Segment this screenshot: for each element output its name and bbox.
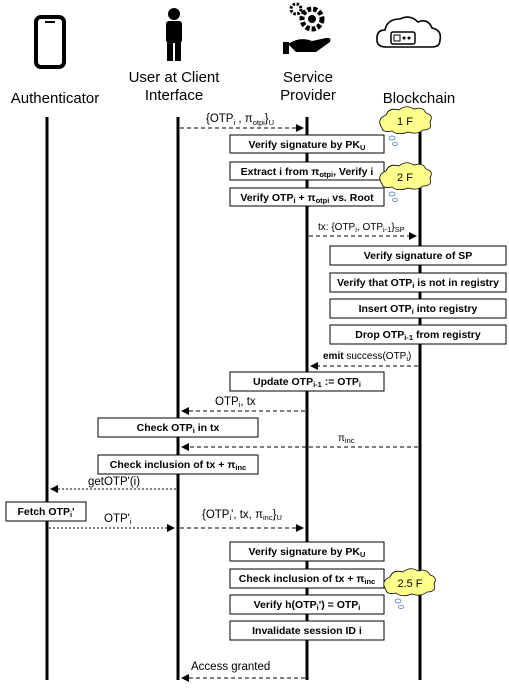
box-update-otp: Update OTPi-1 := OTPi [229,371,385,392]
actor-authenticator-label: Authenticator [11,90,99,107]
box-verify-not-in-registry: Verify that OTPi is not in registry [329,272,507,293]
svg-text:{OTPi', tx, πinc}U: {OTPi', tx, πinc}U [202,509,282,522]
phone-icon [34,15,66,69]
svg-text:Verify that OTPi is not in reg: Verify that OTPi is not in registry [337,277,499,290]
svg-text:1 F: 1 F [397,116,413,128]
svg-text:Verify h(OTPi') = OTPi: Verify h(OTPi') = OTPi [254,599,361,612]
box-fetch-otp: Fetch OTPi' [5,501,87,522]
svg-text:Access granted: Access granted [191,661,270,673]
box-extract-i: Extract i from πotpi, Verify i [229,161,385,181]
box-verify-otp-root: Verify OTPi + πotpi vs. Root [229,187,385,207]
svg-text:Extract i from πotpi, Verify i: Extract i from πotpi, Verify i [241,166,374,179]
svg-text:getOTP'(i): getOTP'(i) [88,476,140,488]
message-otp-prime: OTP'i [49,513,175,532]
svg-text:Fetch OTPi': Fetch OTPi' [17,506,74,519]
svg-text:Insert OTPi into registry: Insert OTPi into registry [359,303,478,316]
message-access-granted: Access granted [181,661,305,682]
svg-text:Update OTPi-1 := OTPi: Update OTPi-1 := OTPi [253,376,361,389]
actor-sp-label-line2: Provider [280,87,336,104]
svg-text:2.5 F: 2.5 F [397,578,422,590]
svg-text:emit success(OTPi): emit success(OTPi) [323,351,411,363]
svg-text:Check inclusion of tx + πinc: Check inclusion of tx + πinc [110,459,246,472]
svg-text:Verify signature by PKU: Verify signature by PKU [249,546,366,559]
svg-text:πinc: πinc [338,433,355,445]
svg-text:Check OTPi in tx: Check OTPi in tx [137,422,220,435]
message-otp-tx: OTPi, tx [181,396,305,415]
box-insert-into-registry: Insert OTPi into registry [329,298,507,319]
message-tx: tx: {OTPi, OTPi-1}SP [309,222,417,240]
actor-user-label-line1: User at Client [129,69,221,86]
message-pi-inc: πinc [181,433,418,451]
message-emit-success: emit success(OTPi) [310,351,418,370]
svg-text:Verify signature of SP: Verify signature of SP [364,250,473,262]
cost-cloud-1: 1 F [379,106,432,146]
box-drop-from-registry: Drop OTPi-1 from registry [329,324,507,345]
cost-cloud-3: 2.5 F [383,568,436,610]
svg-text:OTP'i: OTP'i [104,513,132,526]
svg-text:OTPi, tx: OTPi, tx [215,396,256,409]
svg-text:Drop OTPi-1 from registry: Drop OTPi-1 from registry [355,329,481,342]
box-verify-signature-pku-2: Verify signature by PKU [229,541,385,562]
box-verify-signature-pku: Verify signature by PKU [229,134,385,154]
svg-text:Verify OTPi + πotpi vs. Root: Verify OTPi + πotpi vs. Root [240,192,374,205]
box-verify-signature-sp: Verify signature of SP [329,245,507,266]
cloud-wallet-icon [376,16,442,48]
message-get-otp: getOTP'(i) [50,476,176,493]
svg-text:Check inclusion of tx + πinc: Check inclusion of tx + πinc [239,573,375,586]
box-check-otp-in-tx: Check OTPi in tx [97,417,259,438]
user-icon [166,8,182,61]
message-otp-tx-proof: {OTPi', tx, πinc}U [180,509,304,532]
svg-text:Invalidate session ID i: Invalidate session ID i [252,625,362,637]
box-check-inclusion-client: Check inclusion of tx + πinc [97,454,259,475]
actor-sp-label-line1: Service [283,69,333,86]
svg-text:{OTPi , πotpi}U: {OTPi , πotpi}U [206,113,274,127]
svg-text:Verify signature by PKU: Verify signature by PKU [249,139,366,152]
box-check-inclusion-sp: Check inclusion of tx + πinc [229,568,385,589]
gear-hand-icon [283,2,331,54]
svg-text:tx: {OTPi, OTPi-1}SP: tx: {OTPi, OTPi-1}SP [318,222,405,234]
svg-text:2 F: 2 F [397,172,413,184]
message-otp-proof: {OTPi , πotpi}U [180,113,304,132]
box-invalidate-session: Invalidate session ID i [229,620,385,641]
actor-user-label-line2: Interface [145,87,203,104]
cost-cloud-2: 2 F [379,162,432,202]
actor-blockchain-label: Blockchain [383,90,456,107]
box-verify-hash: Verify h(OTPi') = OTPi [229,594,385,615]
